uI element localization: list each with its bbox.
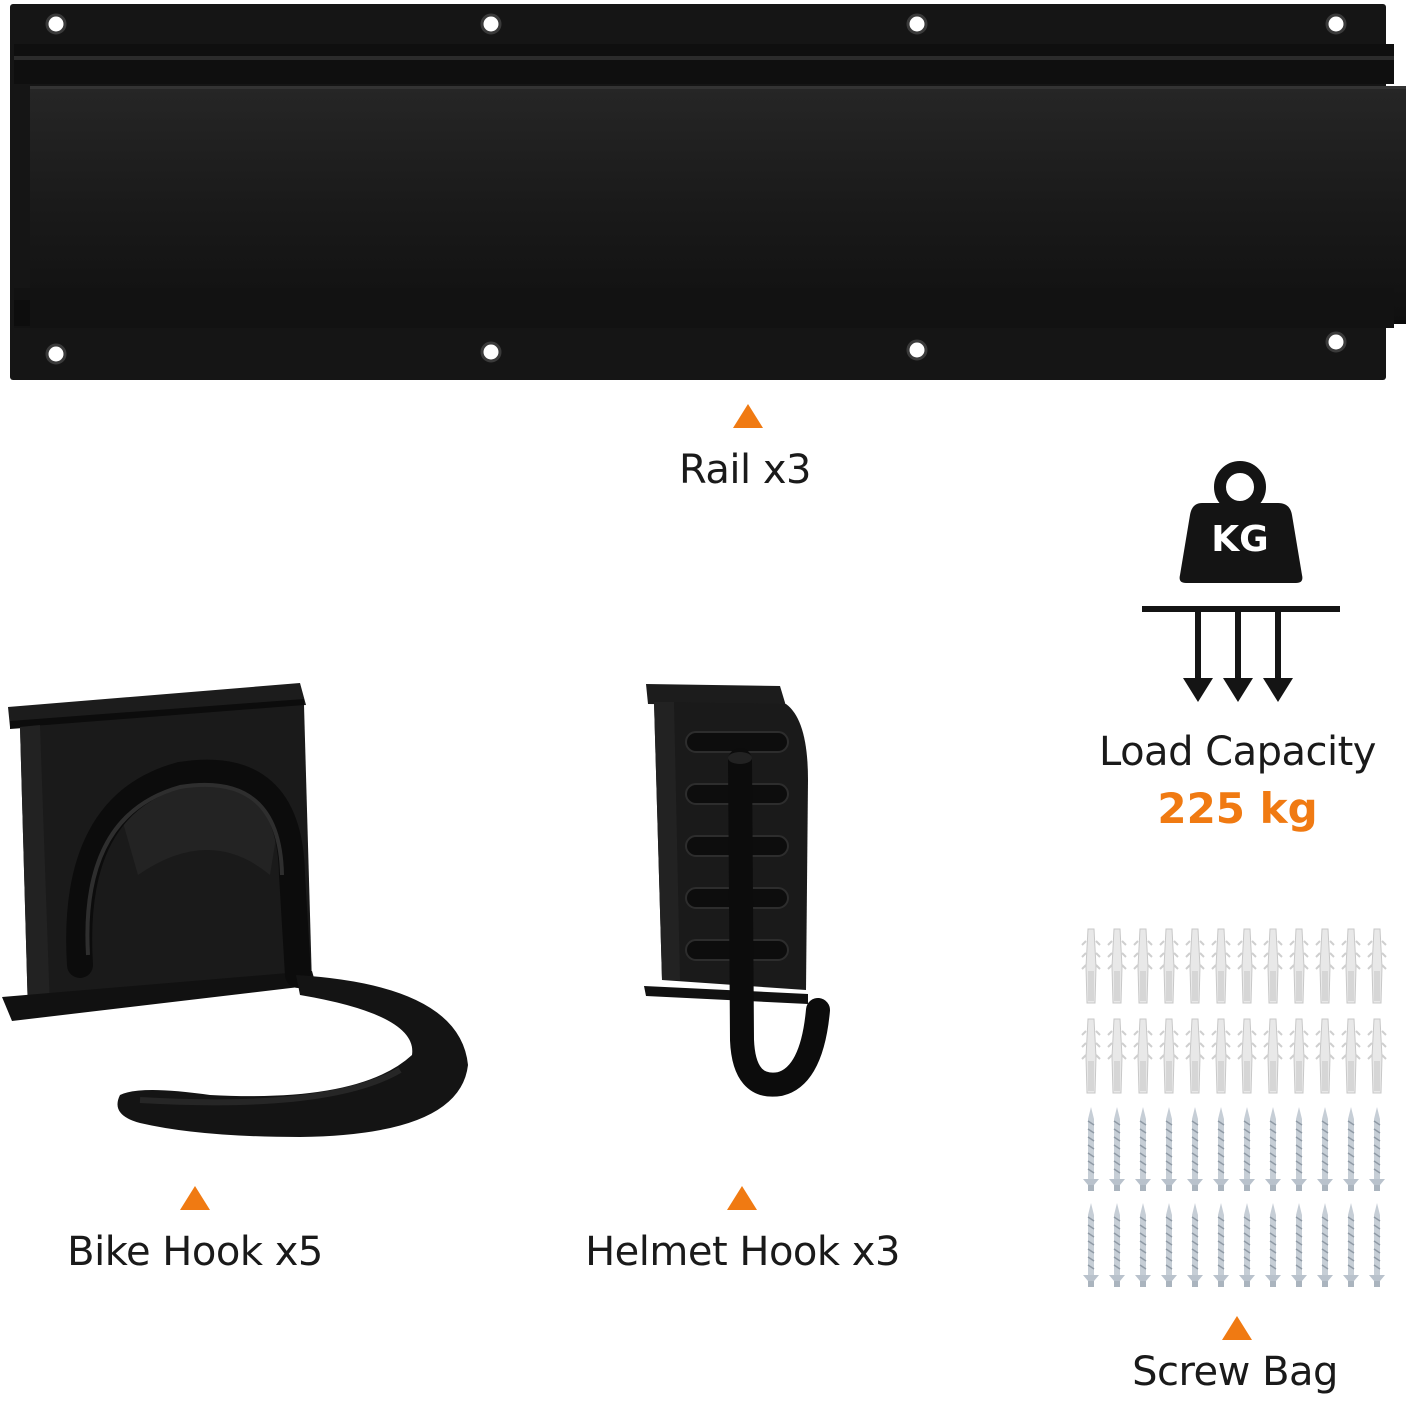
rail-marker [733, 404, 763, 428]
load-capacity-value: 225 kg [1157, 784, 1318, 833]
helmet-hook-marker [727, 1186, 757, 1210]
screw-icon [1082, 1106, 1386, 1288]
rail-label: Rail x3 [679, 447, 812, 493]
bike-hook-label: Bike Hook x5 [67, 1229, 323, 1275]
helmet-hook-label: Helmet Hook x3 [585, 1229, 900, 1275]
screw-bag-marker [1222, 1316, 1252, 1340]
screw-bag-label: Screw Bag [1132, 1349, 1338, 1395]
bike-hook-icon [2, 683, 468, 1137]
anchor-icon [1081, 928, 1387, 1094]
arrow-down-icon [1183, 612, 1293, 702]
weight-icon [1142, 461, 1340, 612]
bike-hook-marker [180, 1186, 210, 1210]
load-capacity-label: Load Capacity [1099, 729, 1376, 775]
screw-bag-icon [1081, 928, 1387, 1288]
helmet-hook-icon [644, 684, 830, 1097]
rail-icon [10, 4, 1406, 380]
weight-text: KG [1211, 519, 1269, 560]
